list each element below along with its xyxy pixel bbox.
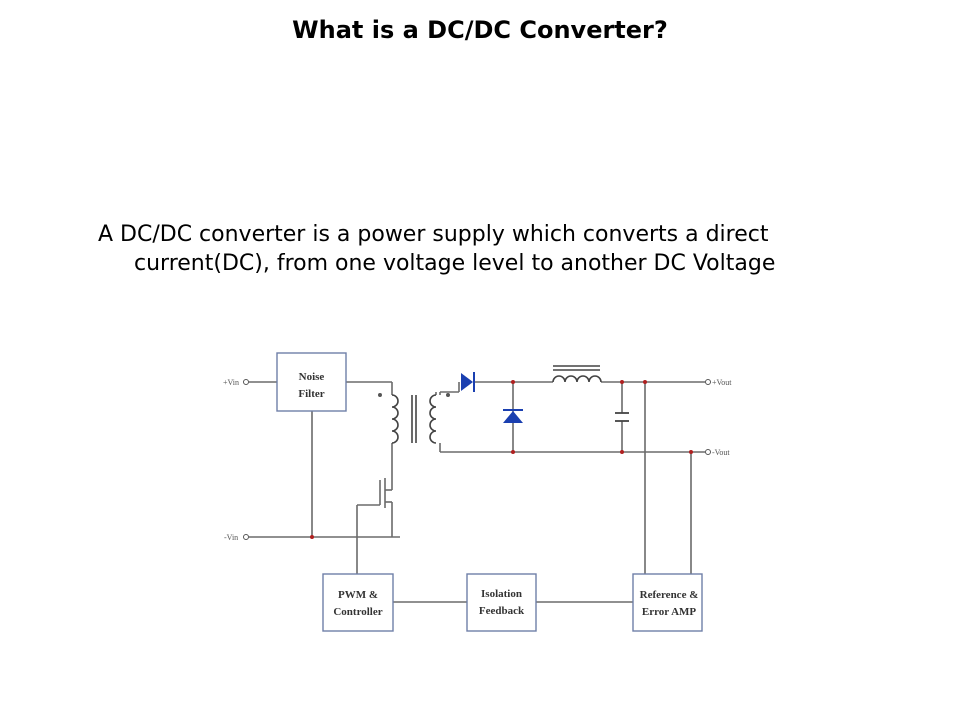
body-line-2: current(DC), from one voltage level to a… xyxy=(134,251,776,276)
slide-title: What is a DC/DC Converter? xyxy=(292,16,668,44)
circuit-wires xyxy=(249,381,705,603)
terminal-vin-neg: -Vin xyxy=(224,533,238,542)
capacitor-icon xyxy=(615,412,629,422)
isolation-label-2: Feedback xyxy=(479,605,525,617)
terminal-icons xyxy=(243,379,711,540)
freewheel-diode-icon xyxy=(503,409,523,423)
junction-nodes xyxy=(310,380,693,539)
pwm-controller-block xyxy=(322,573,394,632)
winding-dot-icon xyxy=(378,393,382,397)
body-line-1: A DC/DC converter is a power supply whic… xyxy=(98,222,769,247)
noise-filter-block xyxy=(276,352,347,412)
winding-dot-icon xyxy=(446,393,450,397)
pwm-label-2: Controller xyxy=(333,606,382,618)
slide-body-text: A DC/DC converter is a power supply whic… xyxy=(98,220,878,278)
reference-label-2: Error AMP xyxy=(642,606,697,618)
pwm-label-1: PWM & xyxy=(338,589,378,601)
inductor-icon xyxy=(552,365,602,383)
diode-icon xyxy=(461,372,475,392)
transformer-icon xyxy=(391,394,437,444)
terminal-vout-neg: -Vout xyxy=(712,448,730,457)
reference-error-amp-block xyxy=(632,573,703,632)
terminal-vin-pos: +Vin xyxy=(223,378,239,387)
isolation-label-1: Isolation xyxy=(481,588,522,600)
terminal-vout-pos: +Vout xyxy=(712,378,732,387)
noise-filter-label-1: Noise xyxy=(299,371,325,383)
noise-filter-label-2: Filter xyxy=(298,388,324,400)
isolation-feedback-block xyxy=(466,573,537,632)
reference-label-1: Reference & xyxy=(640,589,699,601)
